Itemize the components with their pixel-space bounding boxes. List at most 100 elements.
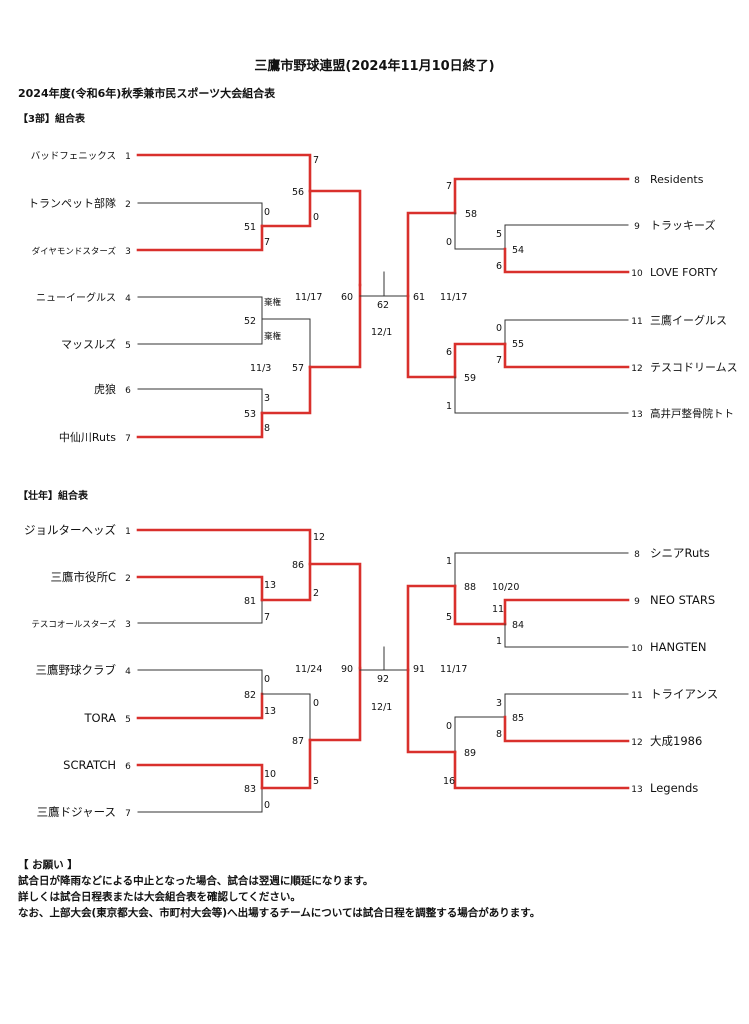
team-name: ジョルターヘッズ <box>24 523 116 537</box>
score-label: 0 <box>264 800 270 811</box>
score-label: 0 <box>446 237 452 248</box>
team-name: TORA <box>84 711 117 725</box>
game-number: 56 <box>292 187 304 198</box>
team-name: トランペット部隊 <box>28 196 116 210</box>
score-label: 8 <box>496 729 502 740</box>
date-label: 11/17 <box>440 664 467 675</box>
bracket-line <box>453 177 630 215</box>
date-label: 11/17 <box>295 292 322 303</box>
team-seed: 3 <box>125 247 131 257</box>
game-number: 51 <box>244 222 256 233</box>
team-name: Legends <box>650 781 698 795</box>
bracket-line <box>503 247 630 274</box>
page-title: 三鷹市野球連盟(2024年11月10日終了) <box>254 59 495 74</box>
bracket-line <box>308 562 362 670</box>
bracket-line <box>137 202 263 227</box>
date-label: 10/20 <box>492 582 519 593</box>
team-name: 高井戸整骨院トト <box>650 407 734 420</box>
team-name: マッスルズ <box>61 337 116 351</box>
bracket-line <box>504 623 629 648</box>
team-seed: 13 <box>631 410 642 420</box>
left-teams: バッドフェニックス 1 トランペット部隊 2 ダイヤモンドスターズ 3 ニューイ… <box>28 151 131 444</box>
game-number: 86 <box>292 560 304 571</box>
bracket-line <box>136 411 264 439</box>
team-name: シニアRuts <box>650 546 710 560</box>
game-number: 81 <box>244 596 256 607</box>
score-label: 11 <box>492 604 504 615</box>
team-name: 中仙川Ruts <box>59 431 116 444</box>
team-seed: 9 <box>634 597 640 607</box>
bracket-line <box>137 318 263 345</box>
team-name: テスコオールスターズ <box>31 619 116 630</box>
team-name: LOVE FORTY <box>650 266 718 279</box>
bracket-line <box>453 584 507 626</box>
game-number: 87 <box>292 736 304 747</box>
bracket-line <box>406 211 457 298</box>
score-label: 2 <box>313 588 319 599</box>
note-line: 試合日が降雨などによる中止となった場合、試合は翌週に順延になります。 <box>18 875 374 887</box>
game-number: 83 <box>244 784 256 795</box>
score-label: 8 <box>264 423 270 434</box>
game-number: 91 <box>413 664 425 675</box>
team-seed: 8 <box>634 550 640 560</box>
team-seed: 11 <box>631 317 642 327</box>
score-label: 13 <box>264 580 276 591</box>
game-number: 89 <box>464 748 476 759</box>
bracket-line <box>308 283 362 369</box>
score-label: 1 <box>496 636 502 647</box>
bracket-line <box>261 693 311 741</box>
game-number: 90 <box>341 664 353 675</box>
right-teams: 8 Residents 9 トラッキーズ 10 LOVE FORTY 11 三鷹… <box>631 173 737 420</box>
game-number: 55 <box>512 339 524 350</box>
team-seed: 2 <box>125 200 131 210</box>
bracket-line <box>136 575 264 602</box>
game-number: 58 <box>465 209 477 220</box>
team-name: 三鷹市役所C <box>50 570 116 584</box>
bracket-line <box>260 562 312 602</box>
score-label: 6 <box>446 347 452 358</box>
team-seed: 4 <box>125 294 131 304</box>
game-number: 57 <box>292 363 304 374</box>
date-label: 12/1 <box>371 327 392 338</box>
score-label: 3 <box>264 393 270 404</box>
team-name: バッドフェニックス <box>31 151 116 162</box>
team-seed: 10 <box>631 269 643 279</box>
bracket-line <box>308 666 362 742</box>
bracket-line <box>137 296 263 320</box>
bracket-line <box>137 388 263 414</box>
bracket-line <box>503 342 630 369</box>
bracket-line <box>453 750 630 790</box>
game-number: 85 <box>512 713 524 724</box>
bracket-line <box>136 528 312 566</box>
bracket-line <box>503 598 630 626</box>
team-name: Residents <box>650 173 704 186</box>
bracket-line <box>260 189 312 228</box>
score-label: 5 <box>446 612 452 623</box>
game-number: 60 <box>341 292 353 303</box>
bracket-line <box>504 319 629 345</box>
forfeit-label: 棄権 <box>264 297 282 308</box>
score-label: 0 <box>496 323 502 334</box>
team-seed: 11 <box>631 691 642 701</box>
team-name: 三鷹イーグルス <box>650 313 727 327</box>
game-number: 52 <box>244 316 256 327</box>
section-label: 【3部】組合表 <box>18 114 85 125</box>
team-seed: 12 <box>631 364 642 374</box>
team-name: HANGTEN <box>650 640 707 654</box>
date-label: 12/1 <box>371 702 392 713</box>
team-seed: 6 <box>125 386 131 396</box>
bracket-line <box>137 599 263 624</box>
score-label: 7 <box>264 237 270 248</box>
bracket-sounen: ジョルターヘッズ 1 三鷹市役所C 2 テスコオールスターズ 3 三鷹野球クラブ… <box>24 523 718 819</box>
bracket-line <box>406 294 457 379</box>
note-line: なお、上部大会(東京都大会、市町村大会等)へ出場するチームについては試合日程を調… <box>18 907 541 919</box>
team-seed: 7 <box>125 434 131 444</box>
game-labels: 12 86 2 13 81 7 90 0 82 13 11/24 0 87 10… <box>244 532 524 811</box>
bracket-line <box>136 763 264 790</box>
score-label: 10 <box>264 769 276 780</box>
bracket-line <box>137 669 263 695</box>
note-line: 詳しくは試合日程表または大会組合表を確認してください。 <box>18 891 301 903</box>
score-label: 7 <box>313 155 319 166</box>
team-seed: 9 <box>634 222 640 232</box>
bracket-line <box>136 692 264 720</box>
